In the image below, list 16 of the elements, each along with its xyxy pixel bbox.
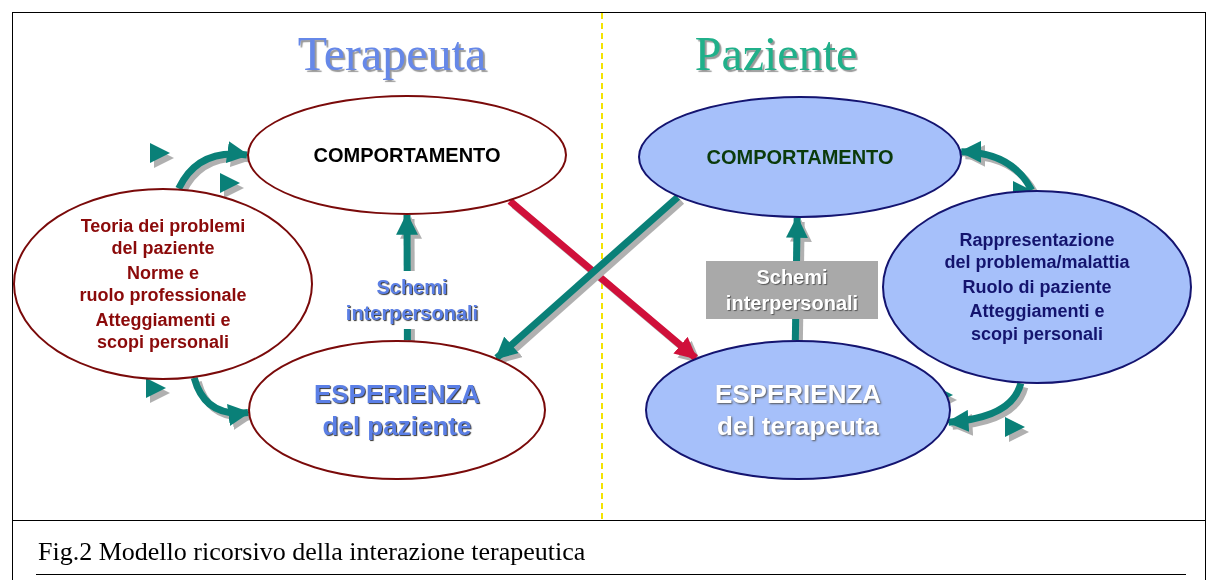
- node-text: Atteggiamenti e scopi personali: [94, 308, 232, 354]
- section-title: Terapeuta: [297, 26, 487, 81]
- node-text: Rappresentazione del problema/malattia: [943, 228, 1131, 274]
- node-text: ESPERIENZA del paziente: [312, 377, 482, 443]
- node-text: Ruolo di paziente: [962, 275, 1112, 299]
- node-text: COMPORTAMENTO: [313, 142, 501, 168]
- node-text: ESPERIENZA del terapeuta: [713, 377, 883, 443]
- node-text: Teoria dei problemi del paziente: [79, 214, 247, 260]
- node-text: Norme e ruolo professionale: [78, 261, 248, 307]
- node-text: COMPORTAMENTO: [706, 144, 894, 170]
- arrow: [494, 194, 681, 361]
- arrow: [507, 198, 698, 361]
- section-title: Paziente: [694, 26, 858, 81]
- node-text: Atteggiamenti e scopi personali: [968, 300, 1106, 346]
- edge-label: Schemi interpersonali: [706, 261, 878, 319]
- figure-caption: Fig.2 Modello ricorsivo della interazione terapeutica: [38, 537, 586, 567]
